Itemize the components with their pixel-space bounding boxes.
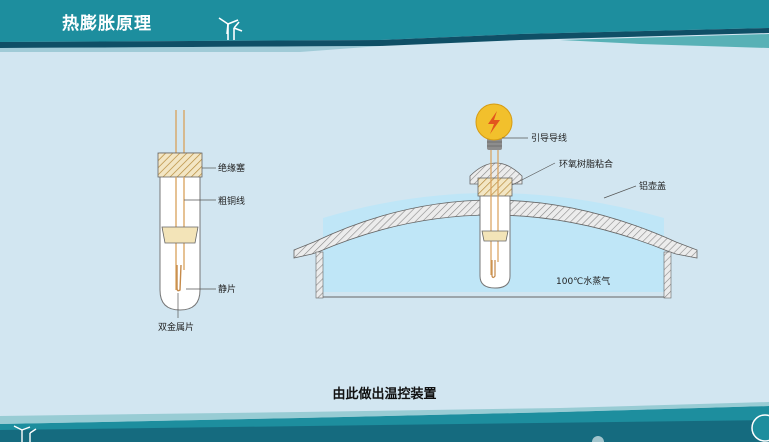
insulating-plug — [157, 152, 203, 178]
caption: 由此做出温控装置 — [332, 387, 437, 402]
logo-badge-icon — [751, 414, 769, 442]
inner-plug — [161, 226, 199, 244]
windmill-icon — [13, 425, 37, 442]
footer-banner — [0, 402, 769, 442]
label-lead-wire: 引导导线 — [531, 132, 567, 144]
lid-right-wall — [663, 251, 672, 299]
label-aluminum-lid: 铝壶盖 — [639, 180, 666, 192]
label-static-piece: 静片 — [218, 283, 236, 295]
label-epoxy-bond: 环氧树脂粘合 — [559, 158, 613, 170]
left-thermostat-diagram: 绝缘塞 粗铜线 静片 双金属片 — [157, 110, 245, 333]
lid-left-wall — [315, 251, 324, 299]
header-banner: 热膨胀原理 — [0, 0, 769, 60]
label-bimetal-strip: 双金属片 — [158, 321, 194, 333]
aluminum-lid — [293, 199, 698, 259]
right-kettle-diagram: 引导导线 环氧树脂粘合 铝壶盖 100℃水蒸气 — [293, 103, 698, 299]
header-shape — [0, 0, 769, 52]
bimetal-strip — [176, 264, 182, 292]
light-bulb-icon — [475, 103, 513, 150]
leader-epoxy — [511, 162, 556, 186]
label-insulating-plug: 绝缘塞 — [218, 162, 245, 174]
label-thick-copper-wire: 粗铜线 — [218, 195, 245, 207]
page-title: 热膨胀原理 — [62, 14, 152, 34]
leader-lid — [603, 185, 637, 199]
lid-insulating-plug — [477, 177, 513, 197]
label-steam: 100℃水蒸气 — [556, 275, 610, 287]
lid-inner-plug — [481, 230, 509, 242]
footer-shape — [0, 402, 769, 442]
lid-bimetal-strip — [491, 260, 496, 279]
windmill-icon — [218, 17, 243, 40]
decorative-dot-icon — [592, 436, 604, 442]
